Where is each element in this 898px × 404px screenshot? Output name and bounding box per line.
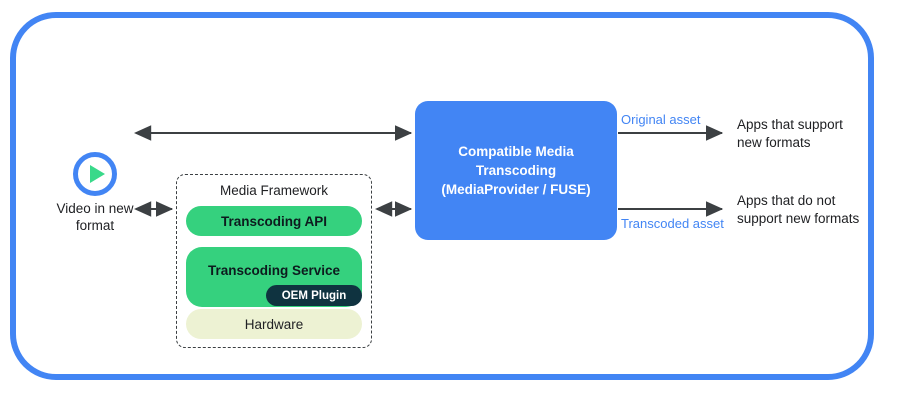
media-framework-box: [176, 174, 372, 348]
play-circle-ring: [73, 152, 117, 196]
transcoded-asset-label: Transcoded asset: [621, 216, 724, 231]
outer-frame-border: [10, 12, 874, 380]
video-source-label: Video in new format: [56, 201, 134, 233]
transcoding-api-box[interactable]: Transcoding API: [186, 206, 362, 236]
play-circle-icon: [73, 152, 117, 196]
hardware-box[interactable]: Hardware: [186, 309, 362, 339]
original-asset-label: Original asset: [621, 112, 701, 127]
apps-support-label: Apps that support new formats: [737, 117, 843, 150]
media-framework-title: Media Framework: [219, 183, 329, 198]
play-triangle-icon: [90, 165, 105, 183]
apps-no-support-label: Apps that do not support new formats: [737, 193, 860, 226]
oem-plugin-badge[interactable]: OEM Plugin: [266, 285, 362, 306]
